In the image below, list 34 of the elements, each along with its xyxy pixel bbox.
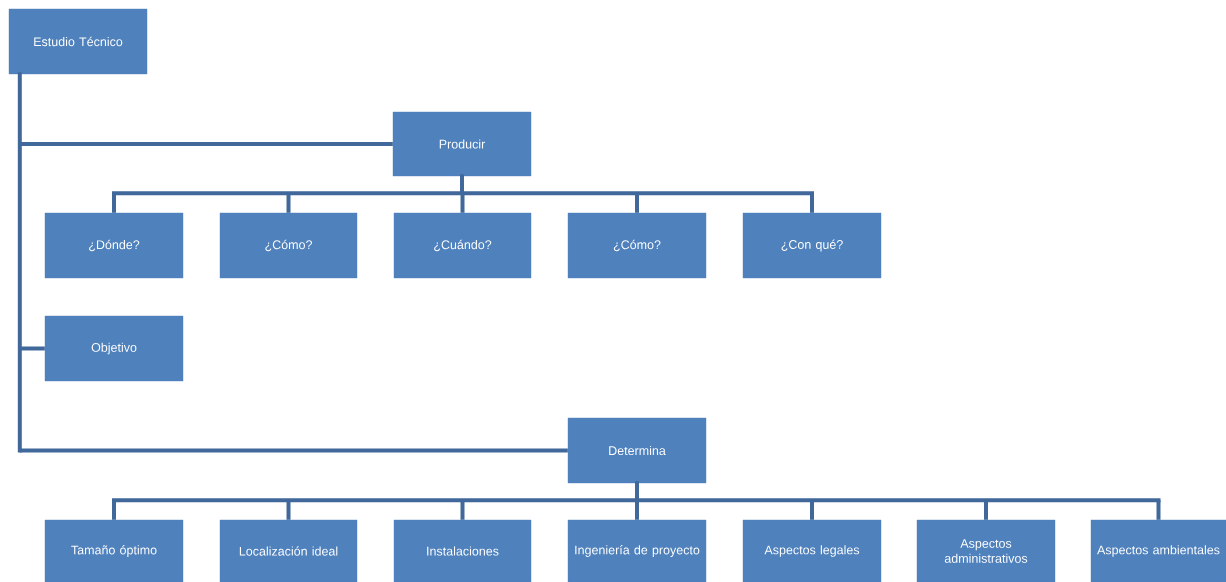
process-box: Objetivo [44,315,184,382]
connector-line [286,193,291,213]
connector-line [112,500,116,520]
connector-line [19,448,568,453]
process-box: Determina [567,417,707,484]
connector-line [1156,500,1161,520]
connector-line [460,193,465,213]
trunk-line [17,72,22,453]
connector-line [19,346,45,351]
connector-line [635,193,639,213]
process-box: ¿Cómo? [219,212,358,279]
connector-line [635,500,639,520]
connector-line [19,142,393,146]
process-box: Aspectos administrativos [916,519,1056,582]
connector-line [112,193,116,213]
connector-line [810,500,814,520]
process-box: Ingeniería de proyecto [567,519,707,582]
process-box: Aspectos ambientales [1090,519,1226,582]
connector-line [810,193,814,213]
process-box: Producir [392,111,532,177]
connector-line [984,500,988,520]
process-box: Estudio Técnico [8,8,148,75]
trunk-line [112,481,1161,503]
connector-line [460,500,465,520]
process-box: Tamaño óptimo [44,519,184,582]
process-box: Localización ideal [219,519,358,582]
process-box: Aspectos legales [742,519,882,582]
process-box: Instalaciones [393,519,532,582]
connector-line [286,500,291,520]
process-box: ¿Con qué? [742,212,882,279]
trunk-line [112,174,814,196]
process-box: ¿Dónde? [44,212,184,279]
process-box: ¿Cuándo? [393,212,532,279]
process-box: ¿Cómo? [567,212,707,279]
